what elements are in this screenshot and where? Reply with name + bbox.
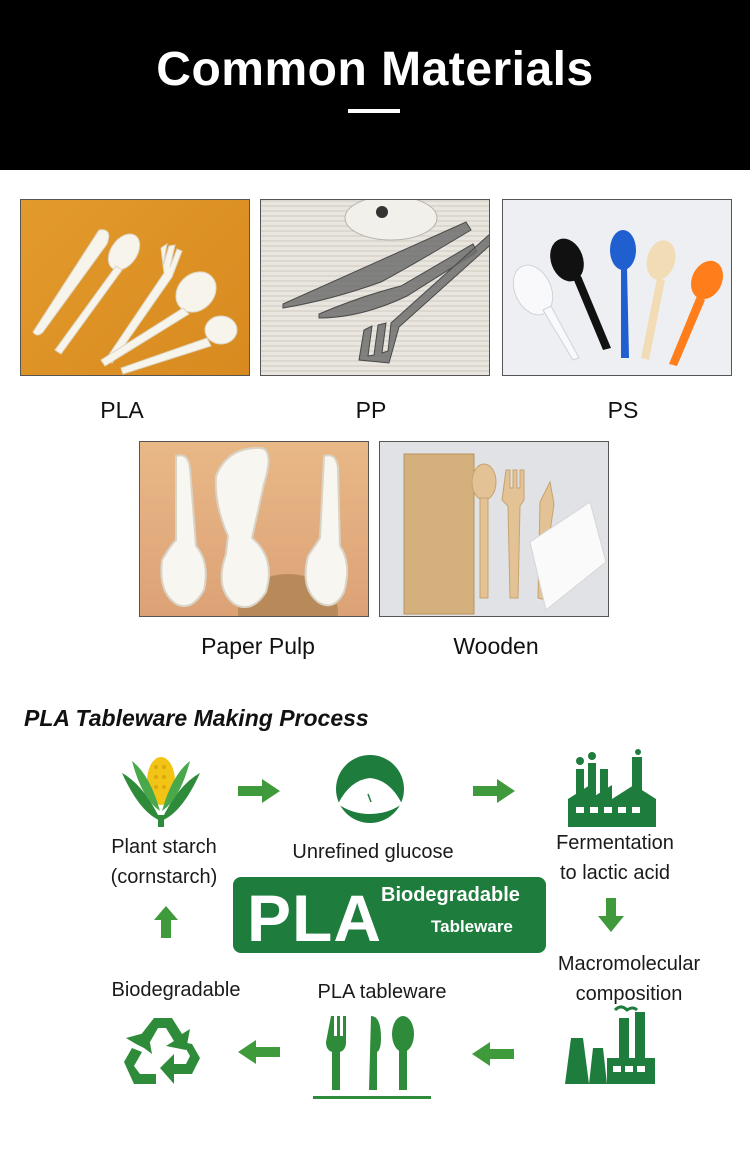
arrow-up-icon xyxy=(154,906,178,938)
step-glucose: Unrefined glucose xyxy=(292,841,454,863)
pla-badge-title: PLA xyxy=(247,881,382,955)
paper-pulp-label: Paper Pulp xyxy=(201,633,315,659)
arrow-left-icon xyxy=(238,1040,280,1064)
recycle-icon xyxy=(124,1018,200,1084)
glucose-icon xyxy=(336,755,404,823)
pp-cutlery-photo xyxy=(260,199,490,376)
pla-badge-line1: Biodegradable xyxy=(381,884,520,906)
step-plant-starch-line2: (cornstarch) xyxy=(110,866,218,888)
step-macromolecular-line2: composition xyxy=(575,983,683,1005)
pp-label: PP xyxy=(355,397,387,423)
step-biodegradable: Biodegradable xyxy=(111,979,241,1001)
factory-icon xyxy=(565,1005,655,1084)
pla-label: PLA xyxy=(100,397,144,423)
pla-badge: PLA Biodegradable Tableware xyxy=(233,877,546,955)
arrow-down-icon xyxy=(598,898,624,932)
step-plant-starch: Plant starch (cornstarch) xyxy=(84,832,244,892)
arrow-left-icon xyxy=(472,1042,514,1066)
step-pla-tableware: PLA tableware xyxy=(317,981,447,1003)
step-fermentation-line1: Fermentation xyxy=(556,832,674,854)
pla-cutlery-photo xyxy=(20,199,250,376)
step-fermentation: Fermentation to lactic acid xyxy=(530,828,700,888)
header-banner: Common Materials xyxy=(0,0,750,170)
arrow-right-icon xyxy=(238,779,280,803)
step-plant-starch-line1: Plant starch xyxy=(111,836,217,858)
step-fermentation-line2: to lactic acid xyxy=(559,862,671,884)
wooden-label: Wooden xyxy=(453,633,539,659)
step-macromolecular-line1: Macromolecular xyxy=(557,953,701,975)
ps-spoons-photo xyxy=(502,199,732,376)
cutlery-icon xyxy=(313,1016,431,1099)
pla-badge-line2: Tableware xyxy=(431,917,513,936)
step-macromolecular: Macromolecular composition xyxy=(538,949,720,1009)
factory-icon xyxy=(568,749,656,827)
page-title: Common Materials xyxy=(156,43,594,96)
arrow-right-icon xyxy=(473,779,515,803)
ps-label: PS xyxy=(607,397,639,423)
paper-pulp-photo xyxy=(139,441,369,617)
process-title: PLA Tableware Making Process xyxy=(24,705,369,731)
wooden-cutlery-photo xyxy=(379,441,609,617)
title-underline xyxy=(348,109,400,113)
corn-icon xyxy=(122,757,200,827)
